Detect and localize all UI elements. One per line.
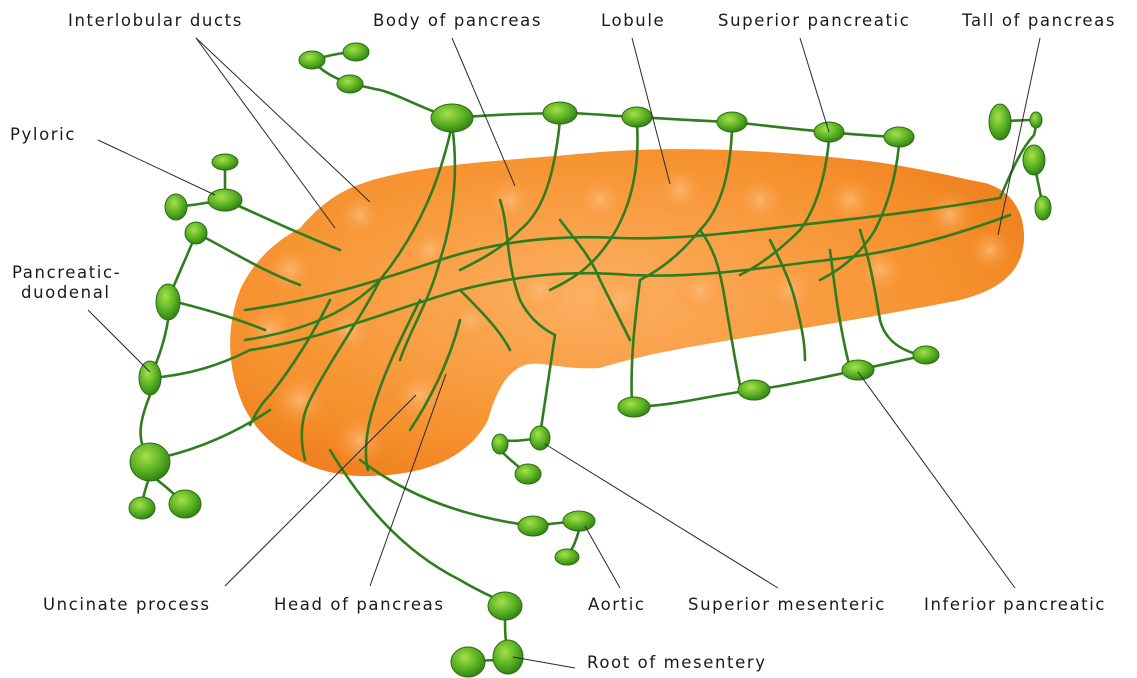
lymph-node xyxy=(451,647,485,677)
label-superior-pancreatic: Superior pancreatic xyxy=(718,11,910,30)
lobule xyxy=(446,296,494,344)
lymph-node xyxy=(518,516,548,536)
lymph-node xyxy=(337,75,363,93)
label-lobule: Lobule xyxy=(601,11,665,30)
leader-line xyxy=(88,310,150,372)
lymph-node xyxy=(156,284,180,320)
lymph-node xyxy=(618,397,650,417)
label-pancreatic-duodenal-line1: Pancreatic- xyxy=(12,263,121,282)
lobule xyxy=(512,262,568,318)
lobule xyxy=(264,244,316,296)
lymph-node xyxy=(530,426,550,450)
lymph-node xyxy=(299,51,325,69)
lymph-node xyxy=(129,497,155,519)
label-tail-of-pancreas: Tall of pancreas xyxy=(961,11,1116,30)
lymph-node xyxy=(913,346,939,364)
lymph-node xyxy=(1030,112,1042,128)
leader-line xyxy=(858,372,1015,588)
lymph-vessel xyxy=(634,355,926,407)
leader-line xyxy=(800,38,829,132)
label-pyloric: Pyloric xyxy=(10,125,76,144)
lymph-node xyxy=(493,640,523,674)
lymph-node xyxy=(431,104,473,132)
label-pancreatic-duodenal-line2: duodenal xyxy=(21,283,111,302)
label-body-of-pancreas: Body of pancreas xyxy=(373,11,542,30)
lymph-node xyxy=(842,360,874,380)
lymph-node xyxy=(343,43,369,61)
lymph-node xyxy=(165,194,187,220)
lobule xyxy=(924,189,976,241)
label-aortic: Aortic xyxy=(588,595,646,614)
lymph-node xyxy=(555,549,579,565)
lobule xyxy=(734,174,786,226)
label-inferior-pancreatic: Inferior pancreatic xyxy=(924,595,1106,614)
lymph-node xyxy=(543,102,577,124)
label-head-of-pancreas: Head of pancreas xyxy=(274,595,445,614)
lobule xyxy=(574,174,626,226)
lymph-node xyxy=(185,222,207,244)
leader-line xyxy=(585,526,620,588)
lymph-node xyxy=(212,154,238,170)
label-root-of-mesentery: Root of mesentery xyxy=(587,653,767,672)
pancreas-organ xyxy=(230,149,1024,476)
leader-line xyxy=(98,140,215,195)
lymph-node xyxy=(130,443,170,481)
lymph-node xyxy=(208,189,242,211)
lobule xyxy=(336,191,384,239)
lymph-node xyxy=(515,464,541,484)
lymph-node xyxy=(169,490,201,518)
lymph-node xyxy=(563,511,595,531)
lobule xyxy=(654,164,706,216)
label-interlobular-ducts: Interlobular ducts xyxy=(68,11,243,30)
lymph-node xyxy=(989,104,1011,140)
lymph-node xyxy=(622,107,652,127)
leader-line xyxy=(196,38,370,202)
lymph-node xyxy=(738,380,770,400)
lymph-node xyxy=(884,127,914,147)
lymph-node xyxy=(139,361,161,395)
label-superior-mesenteric: Superior mesenteric xyxy=(688,595,886,614)
lymph-node xyxy=(717,112,747,132)
lymph-node xyxy=(488,592,522,620)
label-uncinate-process: Uncinate process xyxy=(43,595,211,614)
lobule xyxy=(968,228,1012,272)
lymph-node xyxy=(1023,145,1045,175)
lymph-node xyxy=(1035,196,1051,220)
lymph-node xyxy=(492,434,508,454)
lobule xyxy=(484,174,536,226)
lobule xyxy=(762,262,818,318)
